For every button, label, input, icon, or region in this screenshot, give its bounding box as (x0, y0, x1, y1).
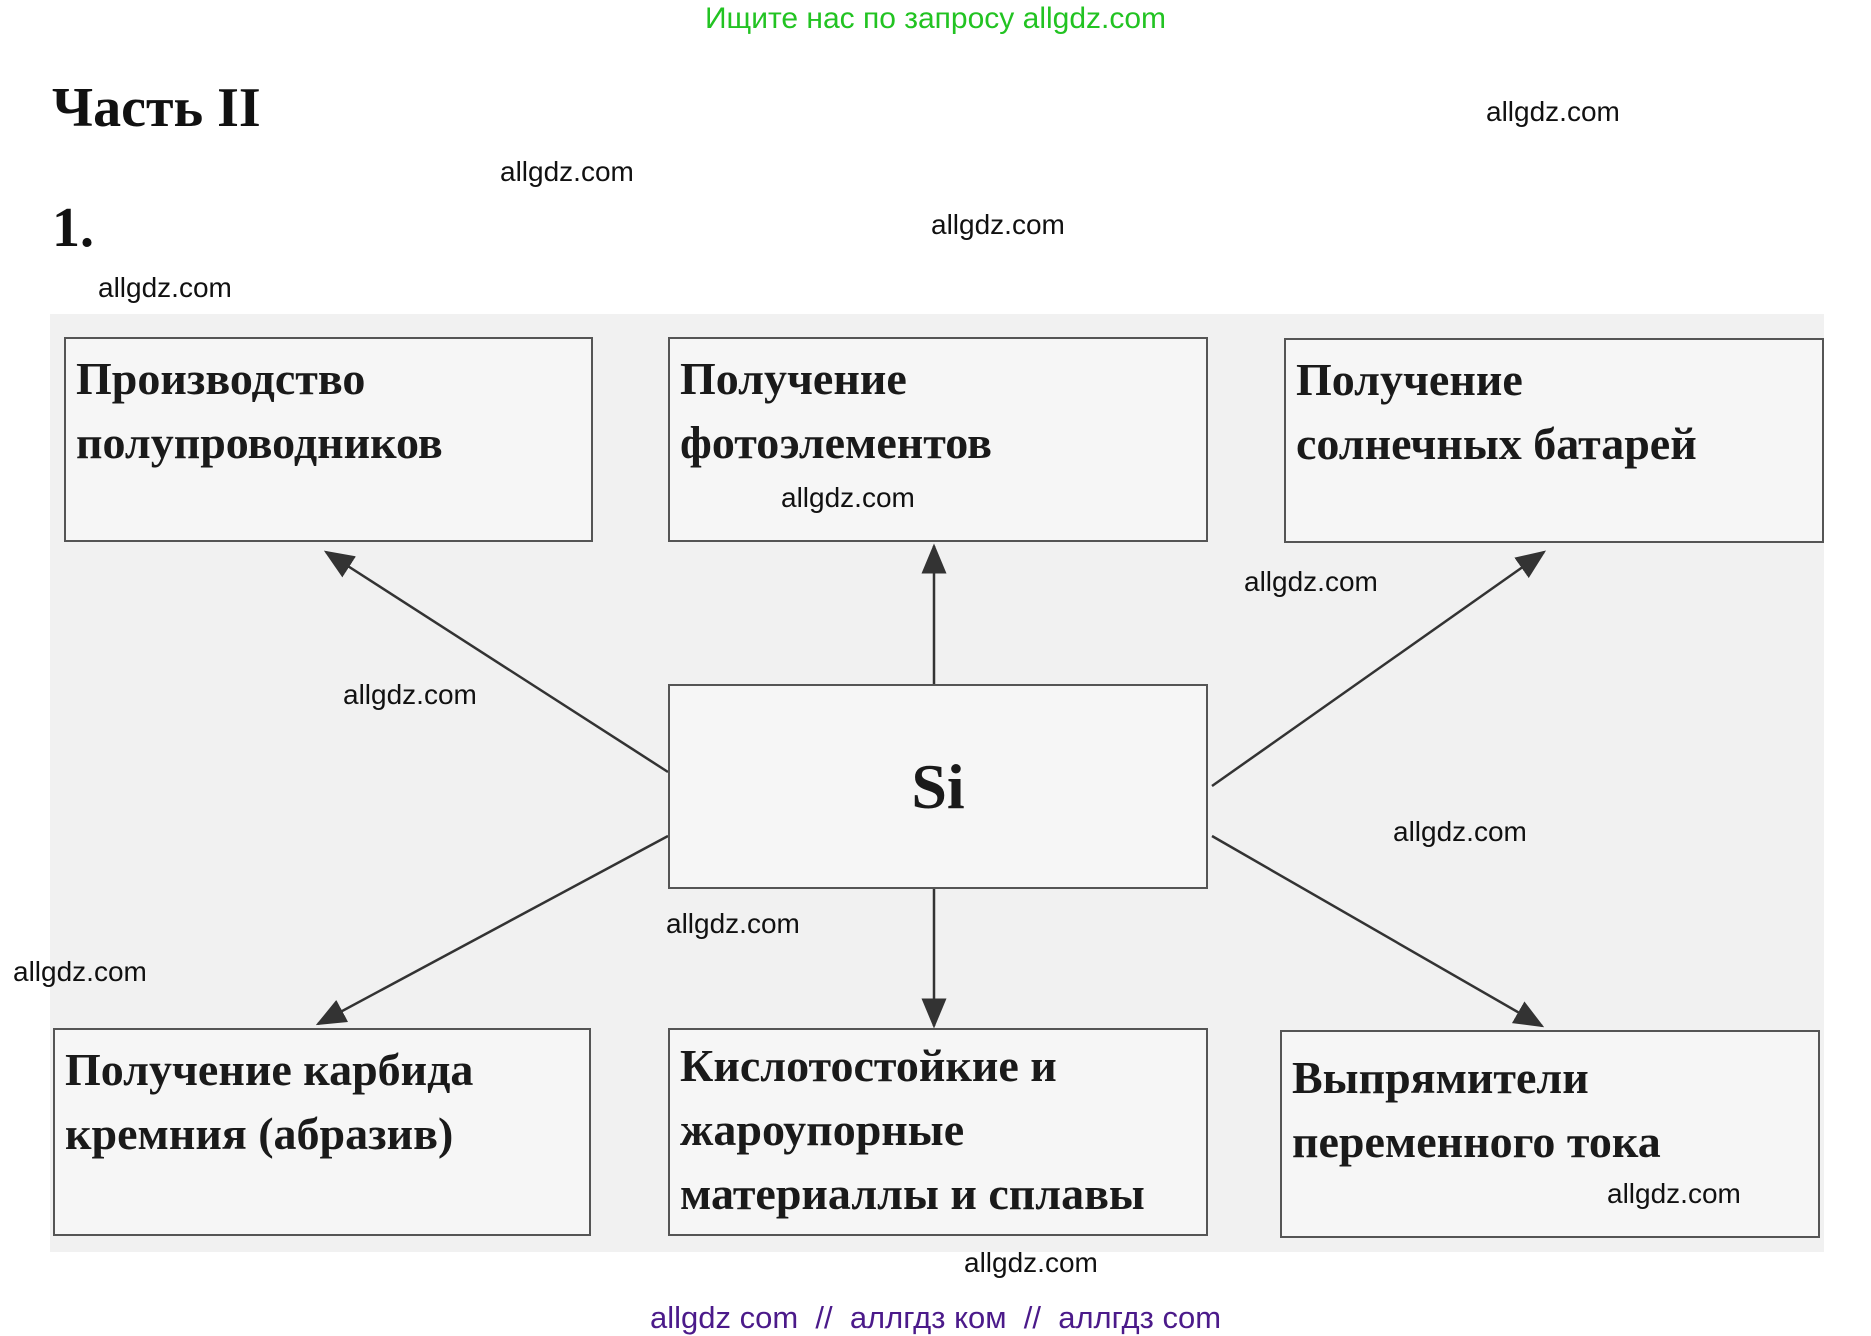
box-text: Кислотостойкие и (680, 1040, 1057, 1091)
page-heading: Часть II (52, 77, 261, 139)
box-materials: Кислотостойкие и жароупорные материаллы … (668, 1028, 1208, 1236)
box-solar-batteries: Получение солнечных батарей (1284, 338, 1824, 543)
watermark: allgdz.com (1244, 566, 1378, 597)
box-text: кремния (абразив) (65, 1108, 454, 1159)
box-text: Выпрямители (1292, 1052, 1589, 1103)
box-semiconductors: Производство полупроводников (64, 337, 593, 542)
task-number: 1. (52, 197, 94, 259)
watermark: allgdz.com (1486, 96, 1620, 127)
arrow-to-rectifiers (1211, 834, 1545, 1028)
box-text: жароупорные (680, 1104, 965, 1155)
box-text: Получение (680, 353, 907, 404)
watermark: allgdz.com (343, 679, 477, 710)
watermark: allgdz.com (964, 1247, 1098, 1278)
watermark: allgdz.com (500, 156, 634, 187)
box-text: полупроводников (76, 417, 443, 468)
box-text: Получение карбида (65, 1044, 474, 1095)
watermark: allgdz.com (13, 956, 147, 987)
box-text: Производство (76, 353, 366, 404)
box-text: солнечных батарей (1296, 418, 1697, 469)
watermark: allgdz.com (781, 482, 915, 513)
box-photoelements: Получение фотоэлементов (668, 337, 1208, 542)
box-text: Получение (1296, 354, 1523, 405)
box-text: фотоэлементов (680, 417, 992, 468)
arrow-to-silicon-carbide (315, 834, 669, 1026)
box-silicon: Si (668, 684, 1208, 889)
box-text: материаллы и сплавы (680, 1168, 1145, 1219)
watermark: allgdz.com (1393, 816, 1527, 847)
search-banner: Ищите нас по запросу allgdz.com (704, 2, 1167, 35)
box-silicon-carbide: Получение карбида кремния (абразив) (53, 1028, 591, 1236)
watermark: allgdz.com (931, 209, 1065, 240)
arrow-to-semiconductors (323, 550, 669, 774)
watermark: allgdz.com (98, 272, 232, 303)
box-text: переменного тока (1292, 1116, 1661, 1167)
arrow-to-solar-batteries (1211, 550, 1547, 788)
watermark: allgdz.com (1607, 1178, 1741, 1209)
watermark: allgdz.com (666, 908, 800, 939)
footer-watermark: allgdz com // аллгдз ком // аллгдз com (649, 1300, 1222, 1335)
box-rectifiers: Выпрямители переменного тока (1280, 1030, 1820, 1238)
